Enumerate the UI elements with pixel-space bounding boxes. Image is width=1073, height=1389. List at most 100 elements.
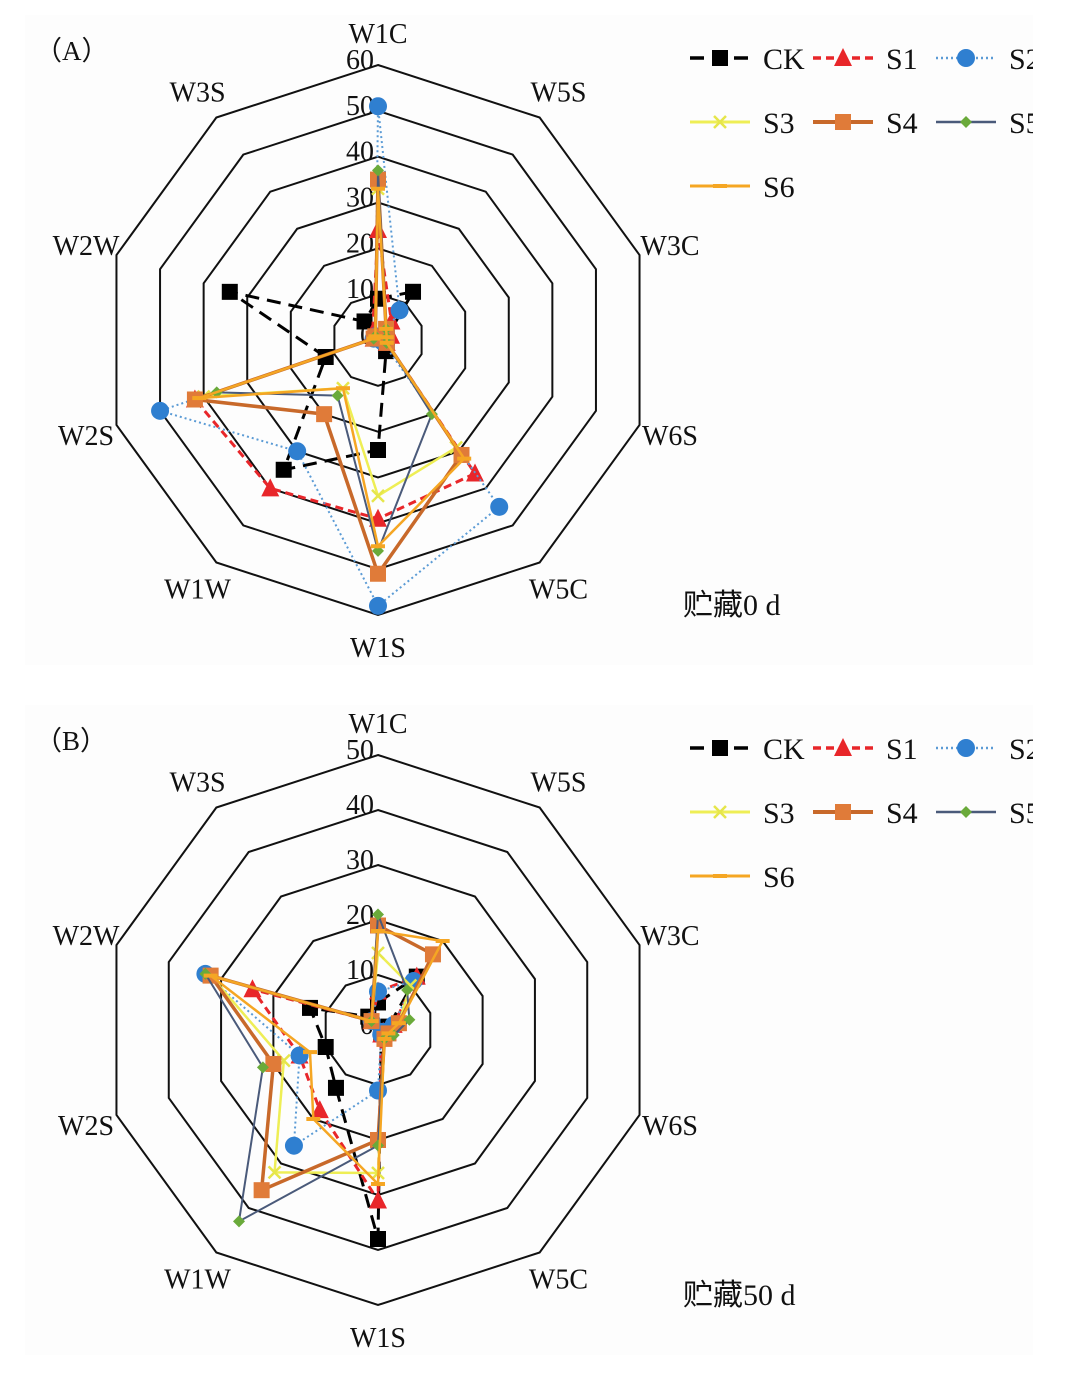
- radar-panel-a: 0102030405060W1CW5SW3CW6SW5CW1SW1WW2SW2W…: [25, 15, 1033, 665]
- data-point: [379, 326, 394, 331]
- tick-label: 60: [346, 45, 374, 76]
- data-point: [267, 1165, 282, 1180]
- legend-marker: [713, 184, 727, 188]
- axis-label: W5S: [530, 78, 586, 109]
- data-point: [310, 1100, 329, 1119]
- legend-label: S6: [763, 171, 795, 204]
- legend-marker: [834, 738, 852, 756]
- axis-label: W3S: [170, 768, 226, 799]
- data-point: [371, 186, 385, 191]
- data-point: [261, 478, 280, 497]
- legend-label: S3: [763, 107, 795, 140]
- data-point: [371, 946, 385, 960]
- tick-label: 10: [346, 274, 374, 305]
- legend-label: S6: [763, 861, 795, 894]
- data-point: [366, 336, 381, 341]
- legend-label: S5: [1009, 107, 1033, 140]
- axis-label: W6S: [642, 1111, 698, 1142]
- legend-label: S2: [1009, 43, 1033, 76]
- legend-marker: [713, 115, 727, 129]
- panel-label-a: （A）: [35, 36, 109, 66]
- tick-label: 20: [346, 900, 374, 931]
- data-point: [379, 335, 394, 340]
- legend-label: S2: [1009, 733, 1033, 766]
- data-point: [371, 488, 385, 503]
- legend-label: CK: [763, 733, 805, 766]
- legend-marker: [835, 804, 851, 820]
- radar-panel-b: 01020304050W1CW5SW3CW6SW5CW1SW1WW2SW2WW3…: [25, 705, 1033, 1355]
- data-point: [369, 596, 387, 615]
- axis-label: W5C: [529, 1264, 588, 1295]
- series-line: [209, 929, 445, 1187]
- axis-label: W1S: [350, 1323, 406, 1354]
- data-point: [372, 908, 384, 921]
- data-point: [306, 1116, 321, 1121]
- data-point: [401, 983, 414, 996]
- legend-label: CK: [763, 43, 805, 76]
- data-point: [371, 1182, 385, 1186]
- data-point: [364, 1019, 379, 1024]
- data-point: [390, 301, 409, 320]
- data-point: [232, 1215, 245, 1228]
- storage-annotation-a: 贮藏0 d: [683, 589, 781, 622]
- data-point: [316, 406, 333, 423]
- legend-label: S5: [1009, 797, 1033, 830]
- data-point: [435, 939, 450, 944]
- data-point: [368, 334, 383, 339]
- axis-label: W5S: [530, 768, 586, 799]
- data-point: [371, 544, 385, 549]
- series-s6: [192, 186, 472, 549]
- data-point: [221, 283, 238, 300]
- legend-marker: [713, 874, 727, 878]
- axis-label: W2W: [53, 921, 120, 952]
- tick-label: 10: [346, 955, 374, 986]
- legend-marker: [835, 114, 851, 130]
- data-point: [381, 1031, 396, 1036]
- axis-label: W1W: [164, 1264, 231, 1295]
- tick-label: 40: [346, 790, 374, 821]
- grid-ring: [115, 753, 641, 1307]
- legend-marker: [712, 740, 728, 756]
- data-point: [265, 1055, 282, 1072]
- axis-label: W3S: [170, 78, 226, 109]
- data-point: [457, 456, 472, 461]
- data-point: [302, 1050, 317, 1055]
- data-point: [403, 1013, 416, 1026]
- data-point: [369, 1190, 387, 1209]
- data-point: [331, 389, 344, 402]
- legend-marker: [712, 50, 728, 66]
- axis-label: W6S: [642, 421, 698, 452]
- legend-marker: [957, 49, 975, 67]
- axis-label: W1C: [348, 19, 407, 50]
- radar-chart-b: 01020304050W1CW5SW3CW6SW5CW1SW1WW2SW2WW3…: [53, 709, 1033, 1354]
- series-s6: [203, 929, 450, 1187]
- data-point: [490, 497, 509, 516]
- data-point: [370, 442, 386, 458]
- grid: 01020304050W1CW5SW3CW6SW5CW1SW1WW2SW2WW3…: [53, 709, 700, 1354]
- series-s4: [202, 917, 441, 1199]
- data-point: [256, 1061, 269, 1074]
- panel-label-b: （B）: [35, 726, 108, 756]
- data-point: [370, 1231, 386, 1247]
- data-point: [253, 1182, 270, 1199]
- storage-annotation-b: 贮藏50 d: [683, 1279, 796, 1312]
- series-s4: [186, 171, 470, 582]
- radar-chart-a: 0102030405060W1CW5SW3CW6SW5CW1SW1WW2SW2W…: [53, 19, 1033, 664]
- series-line: [206, 922, 436, 1193]
- legend: CKS1S2S3S4S5S6: [690, 43, 1033, 204]
- legend-label: S1: [886, 43, 918, 76]
- data-point: [369, 1081, 387, 1100]
- data-point: [405, 283, 422, 300]
- data-point: [192, 396, 207, 401]
- data-point: [379, 340, 394, 345]
- grid-ring: [167, 808, 589, 1252]
- data-point: [370, 565, 386, 582]
- tick-label: 30: [346, 183, 374, 214]
- legend-marker: [834, 48, 852, 66]
- grid-ring: [333, 293, 423, 387]
- axis-label: W3C: [640, 231, 699, 262]
- data-point: [356, 313, 373, 330]
- data-point: [203, 973, 218, 978]
- legend-label: S3: [763, 797, 795, 830]
- data-point: [391, 1021, 406, 1026]
